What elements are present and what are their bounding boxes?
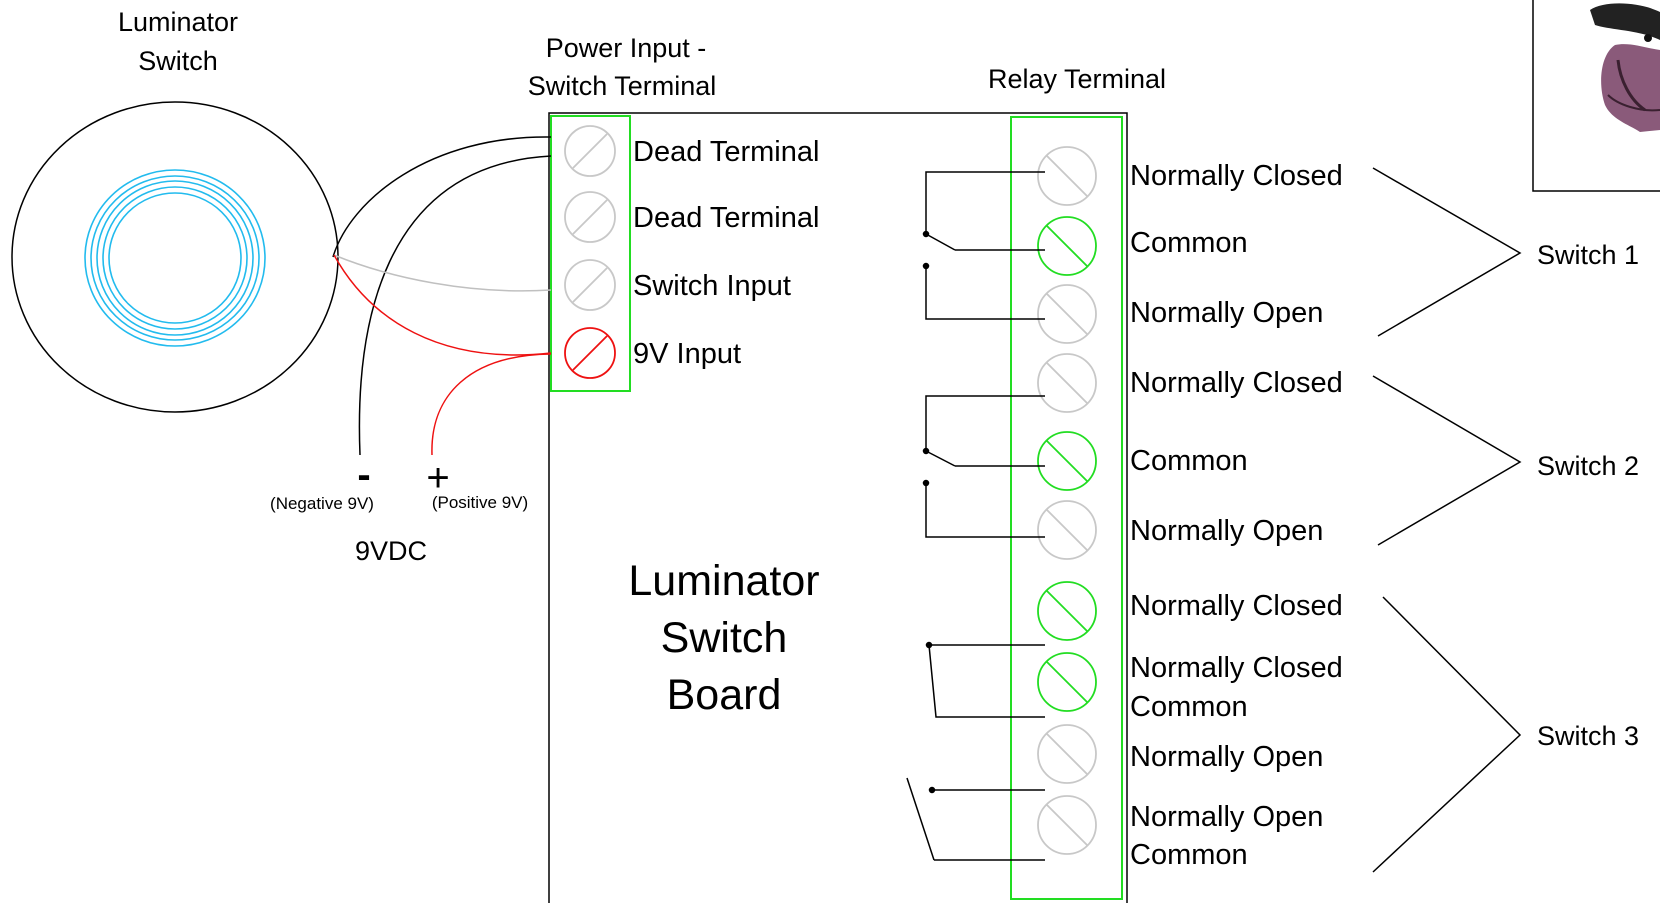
board-outline [548,112,1128,903]
power-terminal: Dead Terminal [564,191,819,243]
board-title-line3: Board [667,671,782,719]
switch-wires [332,136,552,456]
wire-red-9v [333,254,552,356]
wire-red-positive [431,353,552,456]
relay-terminal-label: Normally Open [1130,515,1323,547]
screw-slot [1046,804,1088,846]
power-input-title-line1: Power Input - [546,33,707,63]
screw-slot [572,267,608,303]
led-ring-5 [108,192,242,324]
switch-2-label: Switch 2 [1537,451,1639,481]
relay-schematics [906,171,1045,861]
screw-slot [572,199,608,235]
relay-terminal-label: Normally Closed [1130,160,1343,192]
relay-terminal-label: Normally Closed [1130,367,1343,399]
power-terminal: 9V Input [564,327,741,379]
screw-slot [1046,590,1088,632]
power-terminal-label: Switch Input [633,270,791,302]
relay-terminal: Normally Closed [1037,146,1343,206]
screw-slot [572,335,608,371]
luminator-switch-title-line1: Luminator [118,7,238,37]
screw-slot [1046,293,1088,335]
switch-1-label: Switch 1 [1537,240,1639,270]
relay-terminal: Normally Open [1037,500,1323,560]
positive-label: (Positive 9V) [432,493,528,512]
relay-terminal-block [1010,116,1123,900]
relay-terminal-label: Common [1130,691,1248,723]
negative-sign: - [357,453,370,497]
screw-slot [1046,155,1088,197]
board-title-line2: Switch [661,614,788,662]
board-title-line1: Luminator [628,557,819,605]
relay-terminal-label: Normally Closed [1130,590,1343,622]
relay-terminal: Normally Open [1037,284,1323,344]
wire-black-1 [332,136,552,258]
switch-led-rings [84,169,266,347]
switch-2-bracket [1372,375,1522,546]
led-ring-3 [96,180,254,336]
luminator-switch-graphic [11,101,339,413]
relay-terminal: Normally Closed [1037,581,1343,641]
screw-slot [572,133,608,169]
screw-slot [1046,661,1088,703]
screw-slot [1046,733,1088,775]
wire-black-negative [358,155,552,456]
switch-3-bracket [1372,596,1522,873]
relay-terminal-label: Common [1130,227,1248,259]
power-terminal-block [550,115,631,392]
relay-terminal: Normally Open [1037,724,1323,784]
luminator-switch-title-line2: Switch [138,46,218,76]
relay-terminal-label: Normally Open [1130,741,1323,773]
led-ring-2 [90,175,260,341]
screw-slot [1046,440,1088,482]
switch-3-label: Switch 3 [1537,721,1639,751]
relay-terminal-label: Normally Open [1130,801,1323,833]
relay-terminal: Common [1037,431,1248,491]
power-input-title-line2: Switch Terminal [528,71,717,101]
logo-frame [1532,0,1660,192]
screw-slot [1046,509,1088,551]
switch-outer-ring [11,101,339,413]
power-terminal: Dead Terminal [564,125,819,177]
led-ring-4 [102,186,248,330]
switch-1-bracket [1372,167,1522,337]
power-terminal: Switch Input [564,259,791,311]
relay-terminal-label: Normally Open [1130,297,1323,329]
relay-terminal-title: Relay Terminal [988,64,1166,94]
screw-slot [1046,225,1088,267]
supply-label: 9VDC [355,536,427,566]
power-terminal-label: Dead Terminal [633,202,819,234]
switch-brackets [1372,167,1522,873]
led-ring-1 [84,169,266,347]
relay-terminal-label: Common [1130,839,1248,871]
relay-1-schematic [922,171,1045,320]
relay-terminal-label: Normally Closed [1130,652,1343,684]
relay-terminal-label: Common [1130,445,1248,477]
negative-label: (Negative 9V) [270,494,374,513]
relay-3-schematic [906,641,1045,861]
positive-sign: + [426,456,449,500]
power-terminal-label: Dead Terminal [633,136,819,168]
wire-gray-switch-input [333,254,552,292]
power-terminal-label: 9V Input [633,338,741,370]
logo-illustration [1590,3,1660,132]
relay-terminal: Common [1037,216,1248,276]
relay-2-schematic [922,395,1045,538]
relay-terminal: Normally Closed [1037,353,1343,413]
screw-slot [1046,362,1088,404]
